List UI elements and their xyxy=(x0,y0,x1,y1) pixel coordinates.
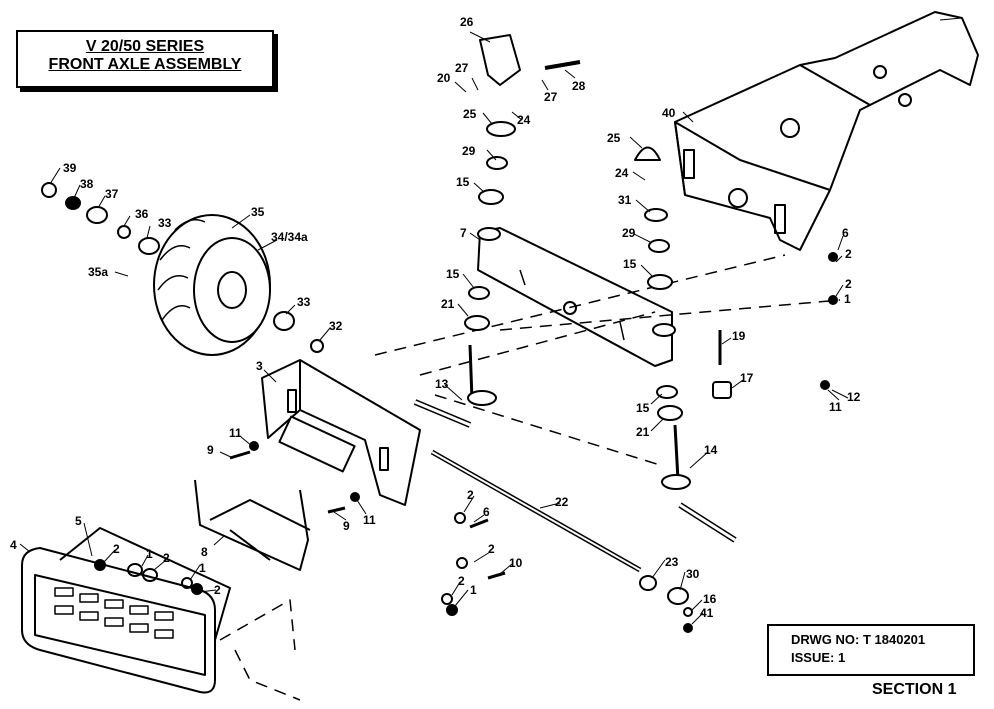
callout-label: 15 xyxy=(456,175,470,189)
callout-label: 36 xyxy=(135,207,149,221)
callout-label: 41 xyxy=(700,606,714,620)
callout-label: 12 xyxy=(847,390,861,404)
callout-label: 38 xyxy=(80,177,94,191)
callout-label: 6 xyxy=(842,226,849,240)
drawing-info-box: DRWG NO: T 1840201 ISSUE: 1 xyxy=(767,624,975,676)
callout-label: 2 xyxy=(458,574,465,588)
support-frame xyxy=(194,479,311,571)
callout-label: 25 xyxy=(607,131,621,145)
callout-label: 1 xyxy=(146,547,153,561)
callout-label: 2 xyxy=(845,247,852,261)
callout-label: 34/34a xyxy=(271,230,308,244)
callout-label: 6 xyxy=(483,505,490,519)
title-line-assembly: FRONT AXLE ASSEMBLY xyxy=(48,56,242,73)
callout-label: 21 xyxy=(636,425,650,439)
callout-label: 9 xyxy=(207,443,214,457)
callout-label: 37 xyxy=(105,187,119,201)
front-bracket xyxy=(261,359,421,506)
axle-beam xyxy=(477,227,676,367)
title-box: V 20/50 SERIES FRONT AXLE ASSEMBLY xyxy=(16,30,274,88)
callout-label: 29 xyxy=(462,144,476,158)
callout-label: 35 xyxy=(251,205,265,219)
callout-labels: 26 20 27 28 27 24 25 40 25 24 29 15 31 7… xyxy=(10,15,861,620)
callout-label: 2 xyxy=(113,542,120,556)
callout-label: 11 xyxy=(229,426,242,440)
callout-label: 22 xyxy=(555,495,569,509)
callout-label: 40 xyxy=(662,106,676,120)
callout-label: 30 xyxy=(686,567,700,581)
callout-label: 25 xyxy=(463,107,477,121)
callout-label: 15 xyxy=(623,257,637,271)
callout-label: 2 xyxy=(845,277,852,291)
callout-label: 15 xyxy=(636,401,650,415)
drawing-number: DRWG NO: T 1840201 xyxy=(791,632,926,647)
callout-label: 23 xyxy=(665,555,679,569)
callout-label: 15 xyxy=(446,267,460,281)
callout-label: 2 xyxy=(214,583,221,597)
callout-label: 11 xyxy=(829,400,842,414)
callout-label: 1 xyxy=(199,561,206,575)
callout-label: 10 xyxy=(509,556,523,570)
callout-label: 1 xyxy=(844,292,851,306)
spindle-right xyxy=(661,424,737,543)
callout-label: 1 xyxy=(470,583,477,597)
small-parts xyxy=(41,34,838,633)
callout-label: 33 xyxy=(297,295,311,309)
spindle-left xyxy=(413,344,497,428)
drawing-issue: ISSUE: 1 xyxy=(791,650,846,665)
callout-label: 32 xyxy=(329,319,343,333)
callout-label: 2 xyxy=(467,488,474,502)
callout-label: 21 xyxy=(441,297,455,311)
callout-label: 20 xyxy=(437,71,451,85)
callout-label: 4 xyxy=(10,538,17,552)
callout-label: 13 xyxy=(435,377,449,391)
front-bumper xyxy=(21,527,231,694)
callout-label: 14 xyxy=(704,443,718,457)
callout-label: 24 xyxy=(517,113,531,127)
callout-label: 35a xyxy=(88,265,108,279)
chassis-frame xyxy=(674,11,979,251)
callout-label: 8 xyxy=(201,545,208,559)
callout-label: 2 xyxy=(488,542,495,556)
callout-label: 11 xyxy=(363,513,376,527)
tie-rod xyxy=(430,449,642,573)
callout-label: 27 xyxy=(455,61,469,75)
callout-label: 2 xyxy=(163,551,170,565)
callout-label: 17 xyxy=(740,371,754,385)
callout-label: 24 xyxy=(615,166,629,180)
callout-label: 31 xyxy=(618,193,632,207)
callout-label: 27 xyxy=(544,90,558,104)
callout-label: 28 xyxy=(572,79,586,93)
callout-label: 9 xyxy=(343,519,350,533)
callout-label: 26 xyxy=(460,15,474,29)
callout-label: 7 xyxy=(460,226,467,240)
callout-label: 5 xyxy=(75,514,82,528)
section-label: SECTION 1 xyxy=(872,681,957,698)
callout-label: 33 xyxy=(158,216,172,230)
callout-label: 39 xyxy=(63,161,77,175)
front-wheel xyxy=(153,214,271,356)
title-line-series: V 20/50 SERIES xyxy=(85,38,205,55)
callout-label: 19 xyxy=(732,329,746,343)
callout-label: 3 xyxy=(256,359,263,373)
callout-label: 29 xyxy=(622,226,636,240)
callout-label: 16 xyxy=(703,592,717,606)
